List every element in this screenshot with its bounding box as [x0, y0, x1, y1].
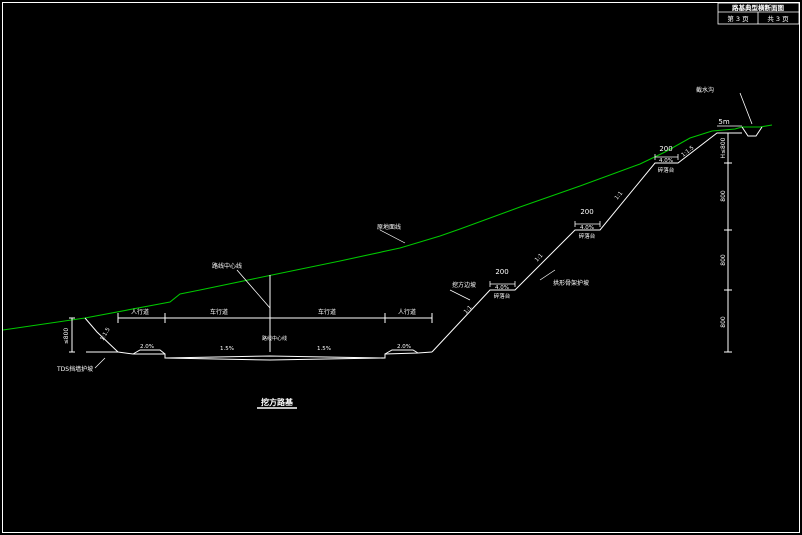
title-block-total: 共 3 页	[767, 14, 789, 23]
crossfall-outer-right: 2.0%	[397, 344, 411, 350]
title-block-title: 路基典型横断面图	[732, 3, 785, 12]
berm-name-3: 碎落台	[658, 166, 675, 174]
berm-width-1: 200	[495, 268, 508, 276]
crossfall-outer-left: 2.0%	[140, 344, 154, 350]
drain-ditch-label: 截水沟	[696, 86, 714, 94]
ground-line	[2, 124, 773, 331]
left-slope-ratio: 1:1.5	[100, 326, 112, 342]
tier-2-dim: 800	[720, 254, 727, 266]
road-centerline-label: 路线中心线	[212, 262, 242, 270]
section-title: 挖方路基	[261, 397, 294, 407]
crossfall-inner-left: 1.5%	[220, 346, 234, 352]
berm-width-3: 200	[659, 145, 672, 153]
crossfall-inner-right: 1.5%	[317, 346, 331, 352]
cut-slope-note-label: 挖方边坡	[452, 281, 476, 289]
cut-slope	[431, 132, 742, 353]
lane-left-label: 车行道	[210, 308, 228, 316]
berm-width-2: 200	[580, 208, 593, 216]
tier-1-dim: 800	[720, 190, 727, 202]
left-height-dim: ≤800	[63, 328, 70, 345]
berm-name-2: 碎落台	[579, 232, 596, 240]
ditch-offset-dim: 5m	[718, 118, 729, 126]
berm-slope-3: 4.0%	[659, 158, 673, 164]
berm-slope-2: 4.0%	[580, 225, 594, 231]
road-surface	[117, 351, 433, 359]
slope-protection-label: 拱形骨架护坡	[553, 279, 589, 287]
title-block-sheet: 第 3 页	[727, 14, 749, 23]
lane-right-label: 车行道	[318, 308, 336, 316]
left-slope	[84, 317, 119, 353]
tier-3-dim: 800	[720, 316, 727, 328]
sidewalk-left-label: 人行道	[131, 308, 149, 316]
top-height-dim: H≤800	[720, 137, 727, 158]
toe-wall-label: TDS挡墙护坡	[56, 365, 93, 373]
top-ditch	[741, 126, 763, 137]
sidewalk-right-label: 人行道	[398, 308, 416, 316]
ground-line-label: 原地面线	[377, 223, 401, 231]
slope-ratio-3: 1:1	[614, 191, 624, 202]
slope-ratio-2: 1:1	[534, 253, 544, 264]
road-centerline-mid-label: 路线中心线	[262, 335, 287, 342]
title-block: 路基典型横断面图 第 3 页 共 3 页	[717, 2, 800, 25]
berm-name-1: 碎落台	[494, 292, 511, 300]
slope-ratio-1: 1:1	[463, 305, 473, 316]
berm-slope-1: 4.0%	[495, 285, 509, 291]
